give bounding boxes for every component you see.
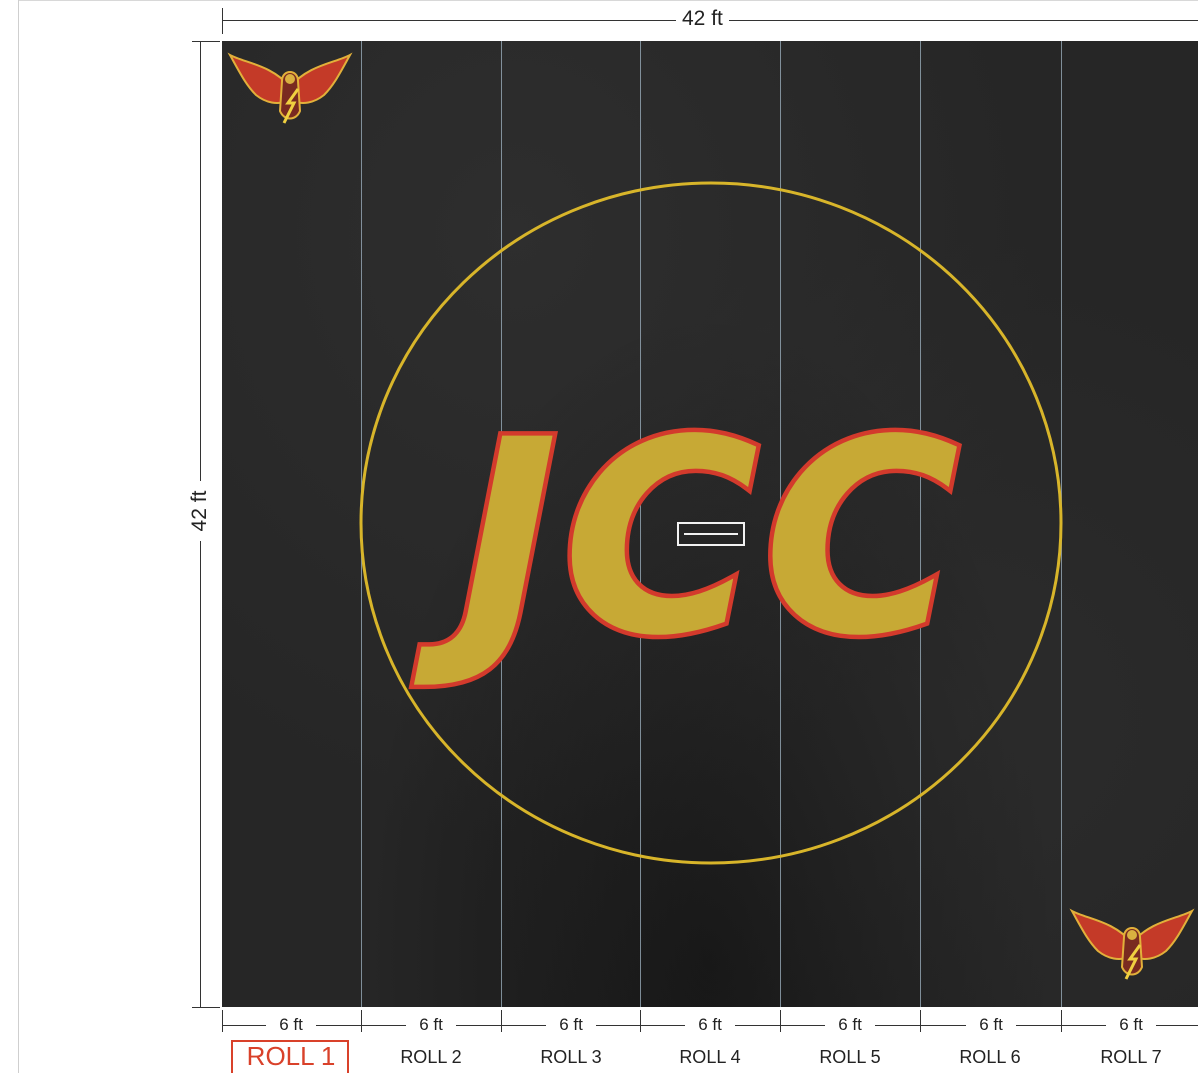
roll-dimension-tick <box>222 1010 223 1032</box>
roll-6-width: 6 ft <box>966 1014 1016 1036</box>
mat-title: JCC <box>412 383 963 695</box>
eagle-mascot-icon <box>1069 908 1195 980</box>
wrestling-mat: JCC <box>222 41 1198 1007</box>
height-dimension-label: 42 ft <box>187 481 213 541</box>
roll-seam <box>501 41 502 1007</box>
roll-dimension-tick <box>1061 1010 1062 1032</box>
roll-seam <box>780 41 781 1007</box>
width-dimension-label: 42 ft <box>676 6 729 32</box>
center-starting-mark <box>677 522 745 546</box>
jcc-logo: JCC <box>408 379 964 700</box>
height-dimension-tick-bottom <box>192 1007 220 1008</box>
page-left-edge <box>18 0 19 1073</box>
mat-graphics: JCC <box>227 52 1195 980</box>
roll-2-width: 6 ft <box>406 1014 456 1036</box>
roll-dimension-tick <box>361 1010 362 1032</box>
eagle-mascot-icon <box>227 52 353 124</box>
roll-4-label: ROLL 4 <box>679 1047 741 1067</box>
roll-dimension-tick <box>920 1010 921 1032</box>
roll-1-highlight-box <box>231 1040 349 1073</box>
roll-dimension-tick <box>501 1010 502 1032</box>
roll-seam <box>640 41 641 1007</box>
page-top-edge <box>18 0 1198 1</box>
roll-7-width: 6 ft <box>1106 1014 1156 1036</box>
roll-7-label: ROLL 7 <box>1100 1047 1162 1067</box>
roll-2-label: ROLL 2 <box>400 1047 462 1067</box>
roll-1-label: ROLL 1 <box>246 1041 336 1071</box>
roll-1-width: 6 ft <box>266 1014 316 1036</box>
roll-4-width: 6 ft <box>685 1014 735 1036</box>
roll-dimension-tick <box>640 1010 641 1032</box>
roll-6-label: ROLL 6 <box>959 1047 1021 1067</box>
width-dimension-tick <box>222 8 223 34</box>
roll-5-width: 6 ft <box>825 1014 875 1036</box>
roll-dimension-tick <box>780 1010 781 1032</box>
roll-5-label: ROLL 5 <box>819 1047 881 1067</box>
roll-seam <box>920 41 921 1007</box>
center-circle <box>359 181 1063 865</box>
height-dimension-tick-top <box>192 41 220 42</box>
roll-3-width: 6 ft <box>546 1014 596 1036</box>
roll-3-label: ROLL 3 <box>540 1047 602 1067</box>
